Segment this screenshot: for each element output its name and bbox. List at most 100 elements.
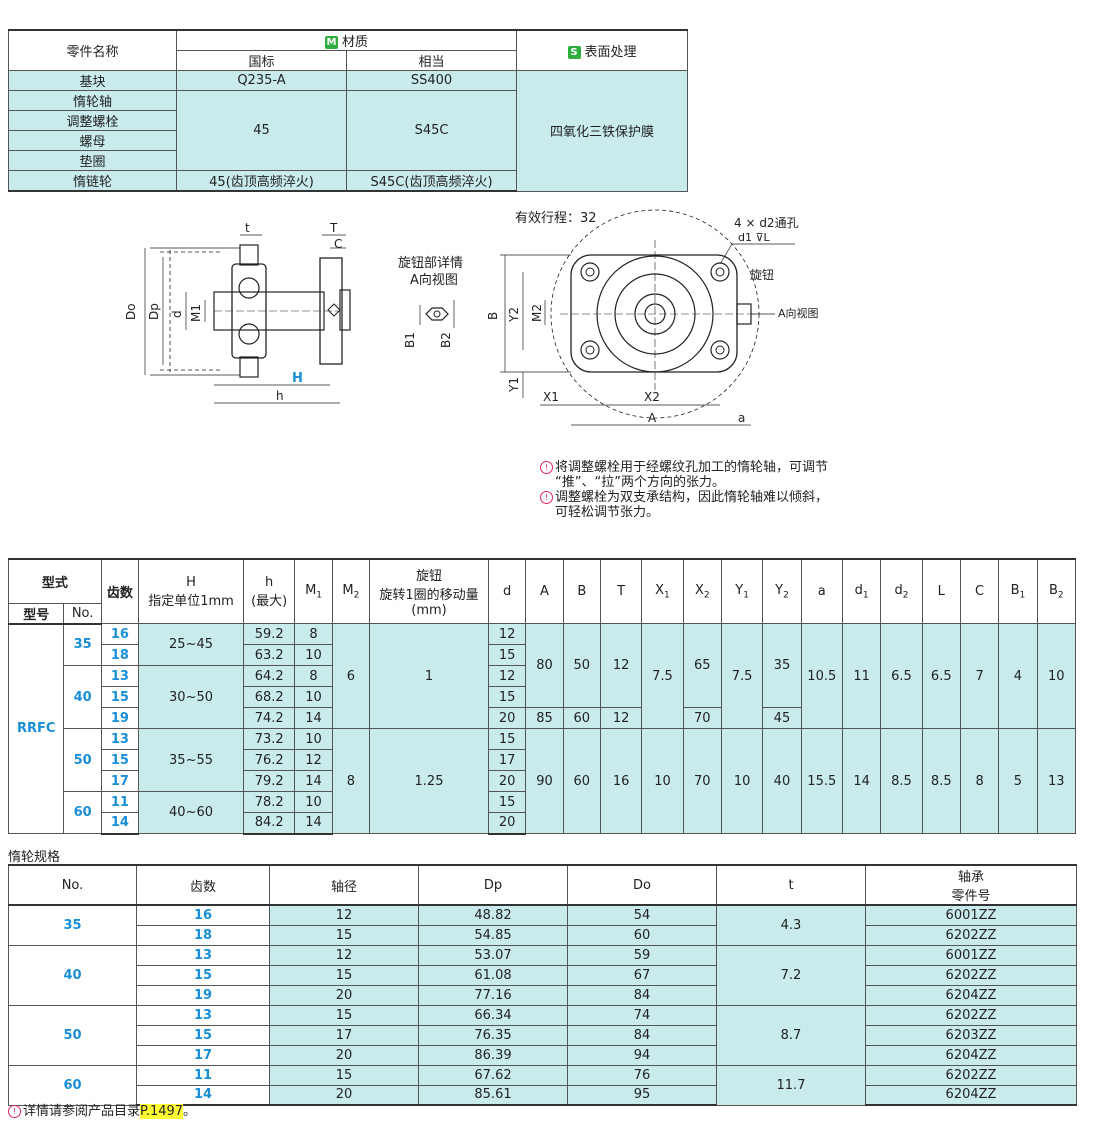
sprocket-teeth: 15: [136, 1024, 270, 1046]
catalog-page-link[interactable]: P.1497: [140, 1104, 184, 1119]
spec-header-a: a: [800, 558, 843, 624]
note-2b: 可轻松调节张力。: [555, 505, 660, 520]
sprocket-do: 76: [567, 1064, 717, 1086]
spec-header-B1: B1: [998, 558, 1038, 624]
spec-teeth: 17: [100, 770, 140, 792]
sprocket-bearing: 6202ZZ: [865, 1004, 1077, 1026]
view-a-label: A向视图: [778, 306, 819, 320]
technical-drawing: t T C Do Dp d M1 H h 旋钮部详情 A向视图 B1 B2 有效…: [124, 209, 819, 426]
spec-header-knob: 旋钮旋转1圈的移动量(mm): [369, 558, 490, 624]
spec-knob: 1: [369, 623, 490, 729]
spec-h: 73.2: [242, 728, 296, 750]
sprocket-do: 95: [567, 1084, 717, 1106]
sprocket-do: 94: [567, 1044, 717, 1066]
sprocket-shaft: 15: [269, 924, 419, 946]
spec-header-model: 型号: [7, 602, 65, 625]
sprocket-shaft: 20: [269, 1044, 419, 1066]
spec-B1: 5: [998, 728, 1038, 834]
spec-no: 60: [63, 791, 102, 834]
sprocket-dp: 85.61: [418, 1084, 568, 1106]
spec-H: 25~45: [138, 623, 244, 666]
spec-header-teeth: 齿数: [100, 558, 140, 624]
spec-teeth: 16: [100, 623, 140, 645]
sprocket-bearing: 6001ZZ: [865, 944, 1077, 966]
sprocket-header-t: t: [716, 864, 866, 906]
spec-teeth: 13: [100, 665, 140, 687]
spec-no: 35: [63, 623, 102, 666]
sprocket-do: 84: [567, 1024, 717, 1046]
sprocket-section-title: 惰轮规格: [8, 850, 61, 865]
material-header-part: 零件名称: [8, 29, 177, 71]
spec-A: 90: [525, 728, 564, 834]
spec-m1: 14: [294, 707, 333, 729]
sprocket-shaft: 15: [269, 1064, 419, 1086]
front-view: [500, 209, 795, 426]
spec-m1: 10: [294, 728, 333, 750]
spec-d: 20: [488, 812, 527, 835]
spec-d: 15: [488, 686, 527, 708]
sprocket-header-bearing: 轴承零件号: [865, 864, 1077, 906]
spec-no: 40: [63, 665, 102, 729]
sprocket-teeth: 15: [136, 964, 270, 986]
note-2: !调整螺栓为双支承结构，因此惰轮轴难以倾斜，: [540, 490, 828, 505]
spec-h: 68.2: [242, 686, 296, 708]
sprocket-teeth: 18: [136, 924, 270, 946]
spec-m1: 10: [294, 791, 333, 813]
sprocket-bearing: 6202ZZ: [865, 964, 1077, 986]
spec-T: 12: [599, 623, 643, 708]
sprocket-header-teeth: 齿数: [136, 864, 270, 906]
material-std: 45(齿顶高频淬火): [176, 170, 347, 192]
sprocket-dp: 61.08: [418, 964, 568, 986]
spec-header-Y2: Y2: [762, 558, 802, 624]
part-name: 惰轮轴: [8, 90, 177, 111]
sprocket-t: 8.7: [716, 1004, 866, 1066]
spec-a: 15.5: [800, 728, 843, 834]
sprocket-bearing: 6204ZZ: [865, 984, 1077, 1006]
part-name: 螺母: [8, 130, 177, 151]
spec-header-d2: d2: [880, 558, 923, 624]
note-1: !将调整螺栓用于经螺纹孔加工的惰轮轴，可调节: [540, 460, 828, 475]
knob-label: 旋钮: [750, 267, 774, 282]
spec-header-B: B: [562, 558, 601, 624]
dim-t: t: [245, 221, 250, 235]
hole-label: 4 × d2通孔: [734, 216, 799, 230]
knob-detail-title: 旋钮部详情: [398, 256, 463, 271]
spec-m1: 12: [294, 749, 333, 771]
spec-B: 60: [562, 728, 601, 834]
spec-d1: 11: [841, 623, 882, 729]
sprocket-shaft: 20: [269, 984, 419, 1006]
sprocket-header-do: Do: [567, 864, 717, 906]
spec-H: 30~50: [138, 665, 244, 729]
knob-detail-subtitle: A向视图: [410, 272, 458, 288]
spec-header-C: C: [959, 558, 1000, 624]
note-1b: “推”、“拉”两个方向的张力。: [555, 475, 725, 490]
spec-h: 79.2: [242, 770, 296, 792]
dim-B: B: [486, 312, 500, 320]
spec-h: 76.2: [242, 749, 296, 771]
sprocket-t: 11.7: [716, 1064, 866, 1106]
sprocket-bearing: 6203ZZ: [865, 1024, 1077, 1046]
side-view: [144, 234, 351, 404]
sprocket-do: 54: [567, 904, 717, 926]
sprocket-bearing: 6204ZZ: [865, 1084, 1077, 1106]
spec-header-A: A: [525, 558, 564, 624]
dim-h: h: [276, 389, 284, 403]
spec-d: 12: [488, 623, 527, 645]
material-eq: SS400: [345, 70, 518, 91]
notes: !将调整螺栓用于经螺纹孔加工的惰轮轴，可调节 “推”、“拉”两个方向的张力。 !…: [540, 460, 828, 520]
spec-d: 15: [488, 728, 527, 750]
dim-Dp: Dp: [147, 303, 161, 320]
spec-h: 64.2: [242, 665, 296, 687]
spec-model: RRFC: [7, 623, 65, 834]
sprocket-teeth: 13: [136, 944, 270, 966]
sprocket-teeth: 13: [136, 1004, 270, 1026]
spec-B: 60: [562, 707, 601, 729]
dim-X1: X1: [543, 390, 559, 404]
spec-d: 15: [488, 644, 527, 666]
spec-B1: 4: [998, 623, 1038, 729]
sprocket-no: 35: [8, 904, 137, 946]
spec-H: 40~60: [138, 791, 244, 834]
